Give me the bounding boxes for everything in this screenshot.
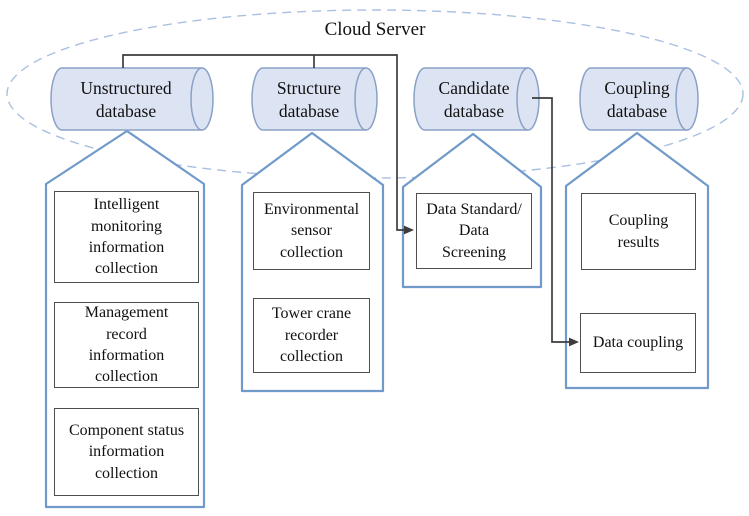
- structure-database-cylinder-rim: [354, 67, 367, 131]
- component-status-box: Component status information collection: [54, 408, 199, 496]
- coupling-results-box: Coupling results: [581, 193, 696, 270]
- connector-top-to-data-standard: [122, 54, 404, 231]
- connector-lines: [122, 54, 579, 347]
- database-cylinders: [50, 67, 699, 131]
- environmental-sensor-box: Environmental sensor collection: [253, 192, 370, 270]
- tower-crane-recorder-box: Tower crane recorder collection: [253, 298, 370, 373]
- unstructured-database-label: Unstructured database: [80, 77, 172, 121]
- coupling-database-label: Coupling database: [604, 77, 670, 121]
- coupling-database-cylinder-rim: [675, 67, 688, 131]
- candidate-database-label: Candidate database: [438, 77, 510, 121]
- candidate-database-cylinder-rim: [516, 67, 529, 131]
- intelligent-monitoring-box: Intelligent monitoring information colle…: [54, 191, 199, 283]
- arrow-head-data-standard: [404, 225, 414, 235]
- data-coupling-box: Data coupling: [580, 313, 696, 373]
- management-record-box: Management record information collection: [54, 302, 199, 388]
- unstructured-database-cylinder-rim: [190, 67, 203, 131]
- data-standard-screening-box: Data Standard/ Data Screening: [416, 193, 532, 269]
- cloud-server-title: Cloud Server: [324, 19, 426, 40]
- structure-database-label: Structure database: [276, 77, 342, 121]
- connector-candidate-to-data-coupling: [532, 97, 569, 343]
- arrow-head-data-coupling: [569, 337, 579, 347]
